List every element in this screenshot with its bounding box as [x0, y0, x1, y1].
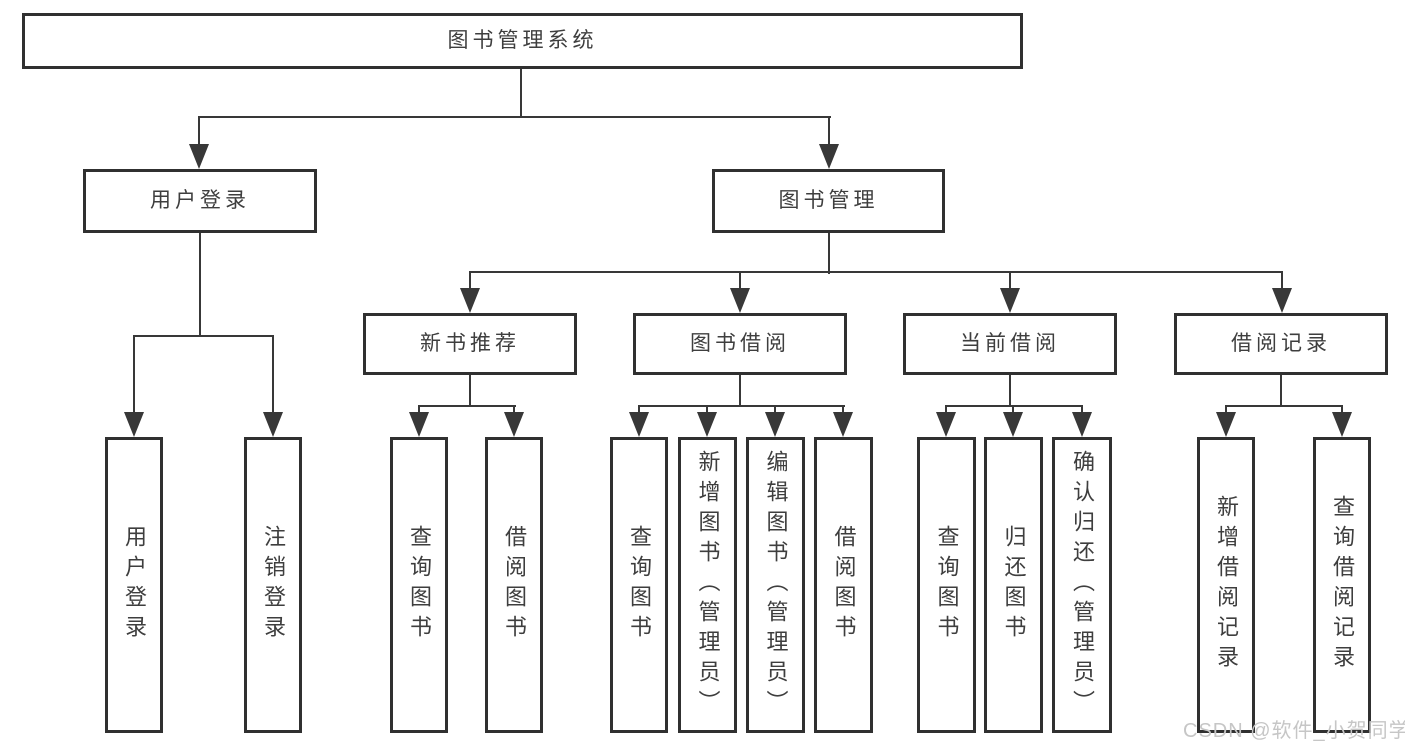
node-leaf-bb-edit-books-label: 编辑图书（管理员）	[763, 450, 789, 720]
node-leaf-cb-confirm-return-label: 确认归还（管理员）	[1070, 450, 1095, 720]
arrow-down-icon-leaf-login	[124, 412, 144, 437]
connector-current-borrow-stem	[1009, 375, 1011, 407]
node-leaf-bb-edit-books: 编辑图书（管理员）	[746, 437, 805, 733]
node-leaf-cb-confirm-return: 确认归还（管理员）	[1052, 437, 1112, 733]
node-leaf-cb-return-books-label: 归还图书	[1001, 525, 1027, 645]
connector-new-books-distributor	[418, 405, 516, 407]
connector-drop-book-borrow	[739, 271, 741, 291]
arrow-down-icon-nb-borrow	[504, 412, 524, 437]
connector-level2-distributor	[198, 116, 831, 118]
node-root: 图书管理系统	[22, 13, 1023, 69]
connector-drop-current-borrow	[1009, 271, 1011, 291]
connector-drop-bb-query	[638, 405, 640, 415]
connector-book-borrow-distributor	[638, 405, 845, 407]
node-root-label: 图书管理系统	[447, 29, 598, 53]
node-leaf-bb-query-books-label: 查询图书	[627, 525, 652, 645]
node-new-books-label: 新书推荐	[420, 332, 520, 356]
connector-book-borrow-stem	[739, 375, 741, 407]
connector-current-borrow-distributor	[945, 405, 1083, 407]
watermark: CSDN @软件_小贺同学	[1183, 720, 1405, 742]
arrow-down-icon-br-query	[1332, 412, 1352, 437]
node-borrow-records-label: 借阅记录	[1231, 332, 1331, 356]
node-leaf-br-query-record-label: 查询借阅记录	[1330, 495, 1355, 675]
arrow-down-icon-cb-confirm	[1072, 412, 1092, 437]
node-leaf-bb-add-books-label: 新增图书（管理员）	[695, 450, 721, 720]
node-leaf-bb-borrow-books-label: 借阅图书	[831, 525, 857, 645]
node-user-login-label: 用户登录	[150, 189, 250, 213]
node-leaf-nb-borrow-books-label: 借阅图书	[502, 525, 527, 645]
node-leaf-logout-label: 注销登录	[261, 525, 286, 645]
arrow-down-icon-br-add	[1216, 412, 1236, 437]
connector-new-books-stem	[469, 375, 471, 407]
connector-drop-bb-borrow	[842, 405, 844, 415]
node-book-borrow-label: 图书借阅	[690, 332, 790, 356]
connector-level3-distributor	[469, 271, 1283, 273]
node-book-borrow: 图书借阅	[633, 313, 847, 375]
node-leaf-bb-add-books: 新增图书（管理员）	[678, 437, 737, 733]
arrow-down-icon-book-mgmt	[819, 144, 839, 169]
arrow-down-icon-cb-query	[936, 412, 956, 437]
connector-drop-nb-query	[418, 405, 420, 415]
node-borrow-records: 借阅记录	[1174, 313, 1388, 375]
node-leaf-br-add-record: 新增借阅记录	[1197, 437, 1255, 733]
node-current-borrow-label: 当前借阅	[960, 332, 1060, 356]
connector-drop-book-mgmt	[828, 116, 830, 146]
connector-drop-br-add	[1225, 405, 1227, 415]
arrow-down-icon-book-borrow	[730, 288, 750, 313]
node-leaf-cb-query-books-label: 查询图书	[934, 525, 960, 645]
node-leaf-user-login: 用户登录	[105, 437, 163, 733]
connector-drop-new-books	[469, 271, 471, 291]
connector-user-login-distributor	[133, 335, 274, 337]
connector-user-login-stem	[199, 233, 201, 337]
node-leaf-cb-return-books: 归还图书	[984, 437, 1043, 733]
arrow-down-icon-leaf-logout	[263, 412, 283, 437]
connector-drop-cb-return	[1012, 405, 1014, 415]
node-leaf-user-login-label: 用户登录	[122, 525, 147, 645]
node-leaf-bb-query-books: 查询图书	[610, 437, 668, 733]
arrow-down-icon-bb-edit	[765, 412, 785, 437]
connector-borrow-records-distributor	[1225, 405, 1343, 407]
node-leaf-bb-borrow-books: 借阅图书	[814, 437, 873, 733]
connector-drop-bb-edit	[774, 405, 776, 415]
node-leaf-nb-borrow-books: 借阅图书	[485, 437, 543, 733]
node-book-mgmt-label: 图书管理	[778, 189, 879, 213]
arrow-down-icon-user-login	[189, 144, 209, 169]
connector-drop-leaf-logout	[272, 335, 274, 414]
node-current-borrow: 当前借阅	[903, 313, 1117, 375]
node-leaf-br-query-record: 查询借阅记录	[1313, 437, 1371, 733]
arrow-down-icon-cb-return	[1003, 412, 1023, 437]
arrow-down-icon-bb-query	[629, 412, 649, 437]
node-leaf-logout: 注销登录	[244, 437, 302, 733]
node-leaf-cb-query-books: 查询图书	[917, 437, 976, 733]
arrow-down-icon-bb-add	[697, 412, 717, 437]
arrow-down-icon-current-borrow	[1000, 288, 1020, 313]
node-user-login: 用户登录	[83, 169, 317, 233]
connector-drop-bb-add	[706, 405, 708, 415]
node-leaf-nb-query-books: 查询图书	[390, 437, 448, 733]
connector-drop-user-login	[198, 116, 200, 146]
connector-drop-borrow-records	[1281, 271, 1283, 291]
connector-drop-leaf-login	[133, 335, 135, 414]
connector-root-stem	[520, 69, 522, 117]
connector-drop-br-query	[1341, 405, 1343, 415]
connector-borrow-records-stem	[1280, 375, 1282, 407]
node-leaf-nb-query-books-label: 查询图书	[407, 525, 432, 645]
connector-drop-cb-query	[945, 405, 947, 415]
arrow-down-icon-bb-borrow	[833, 412, 853, 437]
node-new-books: 新书推荐	[363, 313, 577, 375]
connector-book-mgmt-stem	[828, 233, 830, 274]
arrow-down-icon-nb-query	[409, 412, 429, 437]
arrow-down-icon-new-books	[460, 288, 480, 313]
connector-drop-nb-borrow	[513, 405, 515, 415]
arrow-down-icon-borrow-records	[1272, 288, 1292, 313]
node-leaf-br-add-record-label: 新增借阅记录	[1214, 495, 1239, 675]
connector-drop-cb-confirm	[1081, 405, 1083, 415]
node-book-mgmt: 图书管理	[712, 169, 945, 233]
